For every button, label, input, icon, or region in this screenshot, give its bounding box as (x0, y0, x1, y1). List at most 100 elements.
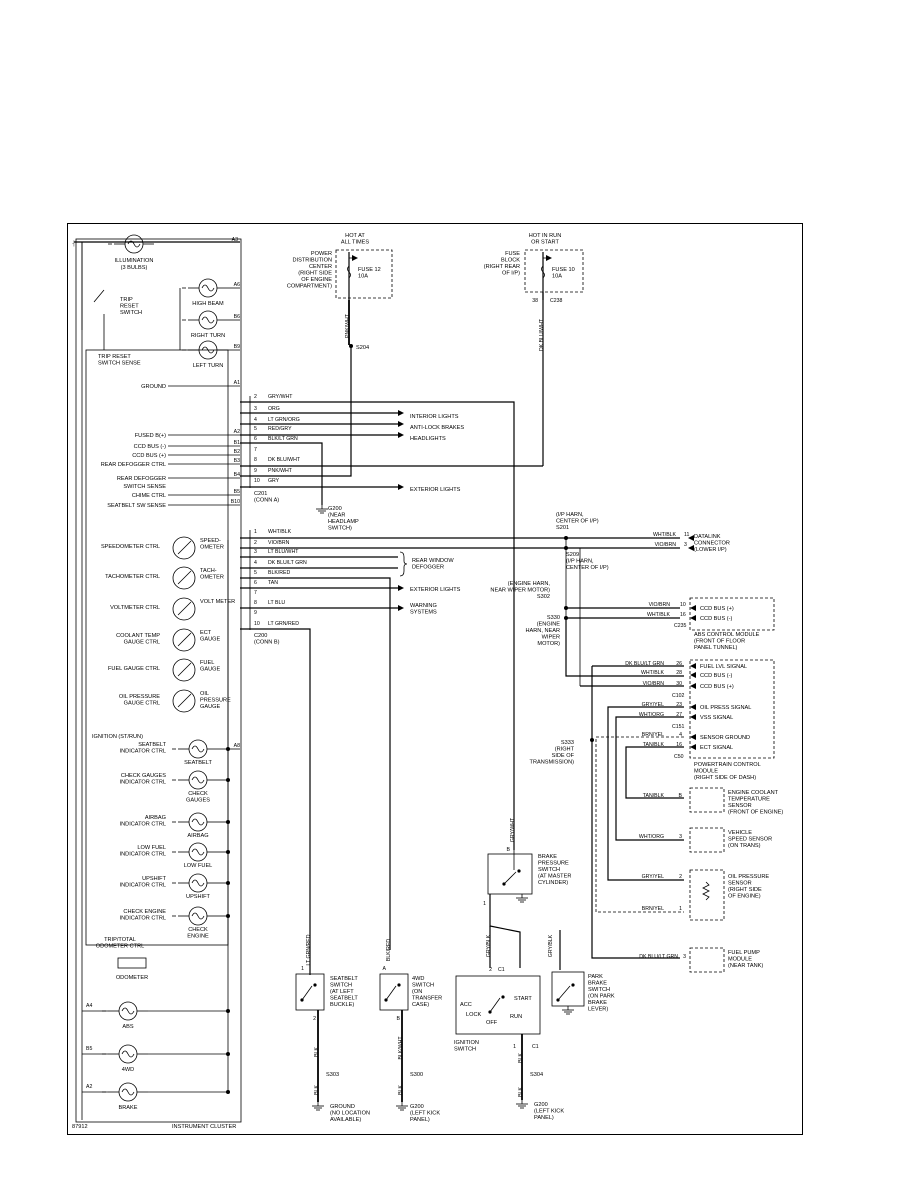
ect-wire-label: TAN/BLK (643, 793, 665, 799)
indicator-label: INDICATOR CTRL (120, 916, 166, 922)
pcm-pin: 30 (676, 681, 682, 687)
pcm-pin: 26 (676, 661, 682, 667)
c200-pin: 6 (254, 580, 257, 586)
c200-pin: 4 (254, 560, 257, 566)
c200-name: (CONN B) (254, 640, 280, 646)
pcm-arrow (690, 734, 696, 740)
s333-label: SIDE OF (552, 753, 575, 759)
c200-name: C200 (254, 633, 267, 639)
fourwd-blk-label: BLK (398, 1085, 404, 1095)
abs-wire-label: WHT/BLK (647, 612, 671, 618)
c200-pin: 2 (254, 540, 257, 546)
cluster-input-label: SEATBELT SW SENSE (107, 503, 166, 509)
high-beam-bulb-filament (201, 284, 215, 292)
ops-box (689, 869, 725, 921)
pcm-box (689, 659, 775, 759)
brn-yel-wire (595, 736, 684, 913)
s330-label: WIPER (542, 635, 560, 641)
s333-label: (RIGHT (555, 747, 575, 753)
c201-pin: 6 (254, 436, 257, 442)
s204-label: S204 (356, 345, 369, 351)
illumination-sub: (3 BULBS) (121, 265, 148, 271)
ignition-switch-box (455, 975, 541, 1035)
gauge-name: OMETER (200, 545, 224, 551)
g200-headlamp-label: SWITCH) (328, 526, 352, 532)
abs-pin: 16 (680, 612, 686, 618)
ign-blk-label: BLK (518, 1053, 524, 1063)
pcm-wire-label: BRN/YEL (642, 732, 664, 738)
bps-label: PRESSURE (538, 861, 569, 867)
vss-label: (ON TRANS) (728, 843, 761, 849)
fpm-label: FUEL PUMP (728, 950, 760, 956)
ignition-switch-label: IGNITION (454, 1040, 479, 1046)
c235-label: C235 (674, 623, 687, 629)
ign-blk-label-2: BLK (518, 1087, 524, 1097)
gauge-2-needle (177, 601, 192, 616)
s330-label: MOTOR) (537, 641, 560, 647)
cluster-input-pin: B5 (234, 489, 240, 495)
fpm-wire-label: DK BLU/LT GRN (639, 954, 678, 960)
bps-pin-1: 1 (483, 901, 486, 907)
fuel-pump-wire (591, 666, 680, 959)
figure-id: 87912 (72, 1124, 88, 1130)
fourwd-switch-contact (397, 983, 401, 987)
ign-switch-blade (489, 997, 501, 1013)
c200-wire-label: BLK/RED (268, 570, 290, 576)
dest-anti-lock-brakes: ANTI-LOCK BRAKES (410, 425, 464, 431)
indicator-label: CHECK GAUGES (121, 773, 166, 779)
brake-bulb-label: BRAKE (119, 1105, 138, 1111)
datalink-label: DATALINK (694, 534, 721, 540)
fuse10-label: FUSE 10 (552, 267, 575, 273)
indicator-bulb-3-filament (191, 848, 205, 856)
engine-harn-label: S302 (537, 594, 550, 600)
vss-pin: 3 (679, 834, 682, 840)
dest-exterior-lights: EXTERIOR LIGHTS (410, 487, 461, 493)
fourwd-switch-box (379, 973, 409, 1011)
indicator-label: SEATBELT (138, 742, 166, 748)
cluster-input-pin: B2 (234, 449, 240, 455)
gauge-name: VOLT METER (200, 599, 235, 605)
abs-pin: 10 (680, 602, 686, 608)
ign-pos-lock: LOCK (466, 1012, 482, 1018)
brake-bulb-pin: A2 (86, 1084, 92, 1090)
trip-total-label: ODOMETER CTRL (96, 944, 144, 950)
gauge-name: ECT (200, 630, 212, 636)
ground-label: GROUND (141, 384, 166, 390)
cluster-input-pin: B10 (231, 499, 240, 505)
indicator-node (226, 914, 230, 918)
datalink-pin: 3 (684, 542, 687, 548)
fb-arrow (546, 255, 552, 261)
pdc-label: (RIGHT SIDE (298, 271, 332, 277)
ops-wire-label: BRN/YEL (642, 906, 664, 912)
c201-pin: 5 (254, 426, 257, 432)
pcm-label: MODULE (694, 769, 718, 775)
ign-pos-run: RUN (510, 1014, 522, 1020)
pbs-wire-label: GRY/BLK (548, 934, 554, 957)
pcm-wire-label: DK BLU/LT GRN (625, 661, 664, 667)
gauge-label: SPEEDOMETER CTRL (101, 544, 160, 550)
arrow-abs (398, 421, 404, 427)
ops-label: OIL PRESSURE (728, 874, 769, 880)
ign-pin-2: 2 (489, 967, 492, 973)
fourwd-switch-label: 4WD (412, 976, 424, 982)
arrow-warning (398, 605, 404, 611)
bps-to-ign (489, 918, 521, 968)
abs-bulb-pin: A4 (86, 1003, 92, 1009)
c200-pin: 1 (254, 529, 257, 535)
ign-c1-top: C1 (498, 967, 505, 973)
fourwd-bulb-filament (121, 1050, 135, 1058)
fuse12-label: 10A (358, 274, 368, 280)
pcm-pin: 16 (676, 742, 682, 748)
fuse-block-label: (RIGHT REAR (484, 264, 520, 270)
datalink-wire-label: VIO/BRN (655, 542, 677, 548)
datalink-label: CONNECTOR (694, 541, 730, 547)
pcm-label: (RIGHT SIDE OF DASH) (694, 775, 756, 781)
g200-left-kick-label-1: PANEL) (410, 1117, 430, 1123)
indicator-label: INDICATOR CTRL (120, 822, 166, 828)
datalink-arrow (688, 545, 694, 551)
fuse12-label: FUSE 12 (358, 267, 381, 273)
high-beam-bulb-pin: A6 (234, 282, 240, 288)
pdc-label: OF ENGINE (301, 277, 332, 283)
c200-wire-label: WHT/BLK (268, 529, 292, 535)
c200-wire-label: TAN (268, 580, 278, 586)
